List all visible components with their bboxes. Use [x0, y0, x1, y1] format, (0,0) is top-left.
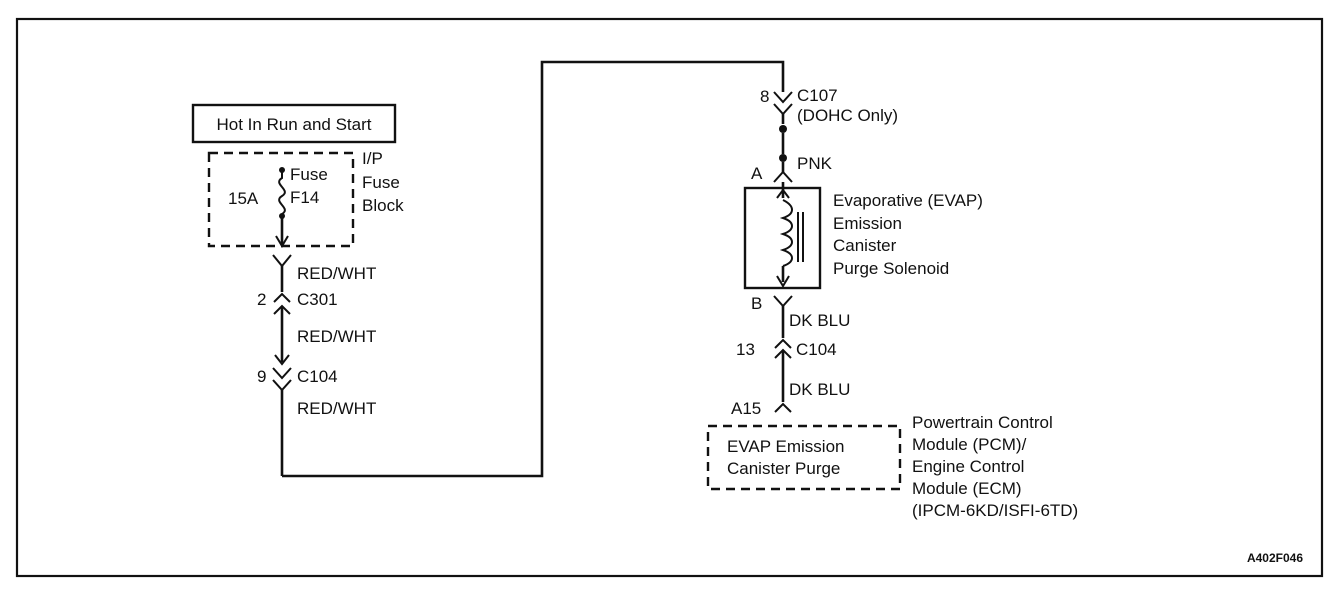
- pcm-pin-a15: A15: [731, 399, 761, 418]
- power-source-label: Hot In Run and Start: [217, 115, 372, 134]
- pcm-box: [706, 424, 902, 491]
- left-wire-path: [272, 60, 785, 478]
- connector-c301-pin: 2: [257, 290, 266, 309]
- figure-code: A402F046: [1247, 551, 1303, 565]
- fuse-block-label-3: Block: [362, 196, 404, 215]
- pcm-box-label-2: Canister Purge: [727, 459, 840, 478]
- solenoid-label-4: Purge Solenoid: [833, 259, 949, 278]
- pcm-label-5: (IPCM-6KD/ISFI-6TD): [912, 501, 1078, 520]
- wire-color-dk-blu-1: DK BLU: [789, 311, 850, 330]
- connector-c104-pin-right: 13: [736, 340, 755, 359]
- solenoid-pin-b: B: [751, 294, 762, 313]
- connector-c104-pin-left: 9: [257, 367, 266, 386]
- connector-c107-note: (DOHC Only): [797, 106, 898, 125]
- wire-color-pnk: PNK: [797, 154, 833, 173]
- fuse-id: F14: [290, 188, 319, 207]
- connector-c107-name: C107: [797, 86, 838, 105]
- pcm-box-label-1: EVAP Emission: [727, 437, 844, 456]
- solenoid-label-2: Emission: [833, 214, 902, 233]
- power-source-box: [191, 103, 397, 144]
- right-wire-path: [743, 91, 822, 413]
- solenoid-label-1: Evaporative (EVAP): [833, 191, 983, 210]
- pcm-label-1: Powertrain Control: [912, 413, 1053, 432]
- pcm-label-2: Module (PCM)/: [912, 435, 1027, 454]
- fuse-block-label-2: Fuse: [362, 173, 400, 192]
- fuse-block-label-1: I/P: [362, 149, 383, 168]
- connector-c104-name-left: C104: [297, 367, 338, 386]
- wire-color-dk-blu-2: DK BLU: [789, 380, 850, 399]
- pcm-label-4: Module (ECM): [912, 479, 1022, 498]
- connector-c104-name-right: C104: [796, 340, 837, 359]
- connector-c107-pin: 8: [760, 87, 769, 106]
- pcm-label-3: Engine Control: [912, 457, 1024, 476]
- fuse-rating: 15A: [228, 189, 259, 208]
- wire-color-red-wht-1: RED/WHT: [297, 264, 376, 283]
- fuse-symbol: [275, 167, 289, 248]
- diagram-frame: [15, 17, 1324, 578]
- solenoid-pin-a: A: [751, 164, 763, 183]
- connector-c301-name: C301: [297, 290, 338, 309]
- wire-color-red-wht-2: RED/WHT: [297, 327, 376, 346]
- solenoid-label-3: Canister: [833, 236, 897, 255]
- fuse-label: Fuse: [290, 165, 328, 184]
- wire-color-red-wht-3: RED/WHT: [297, 399, 376, 418]
